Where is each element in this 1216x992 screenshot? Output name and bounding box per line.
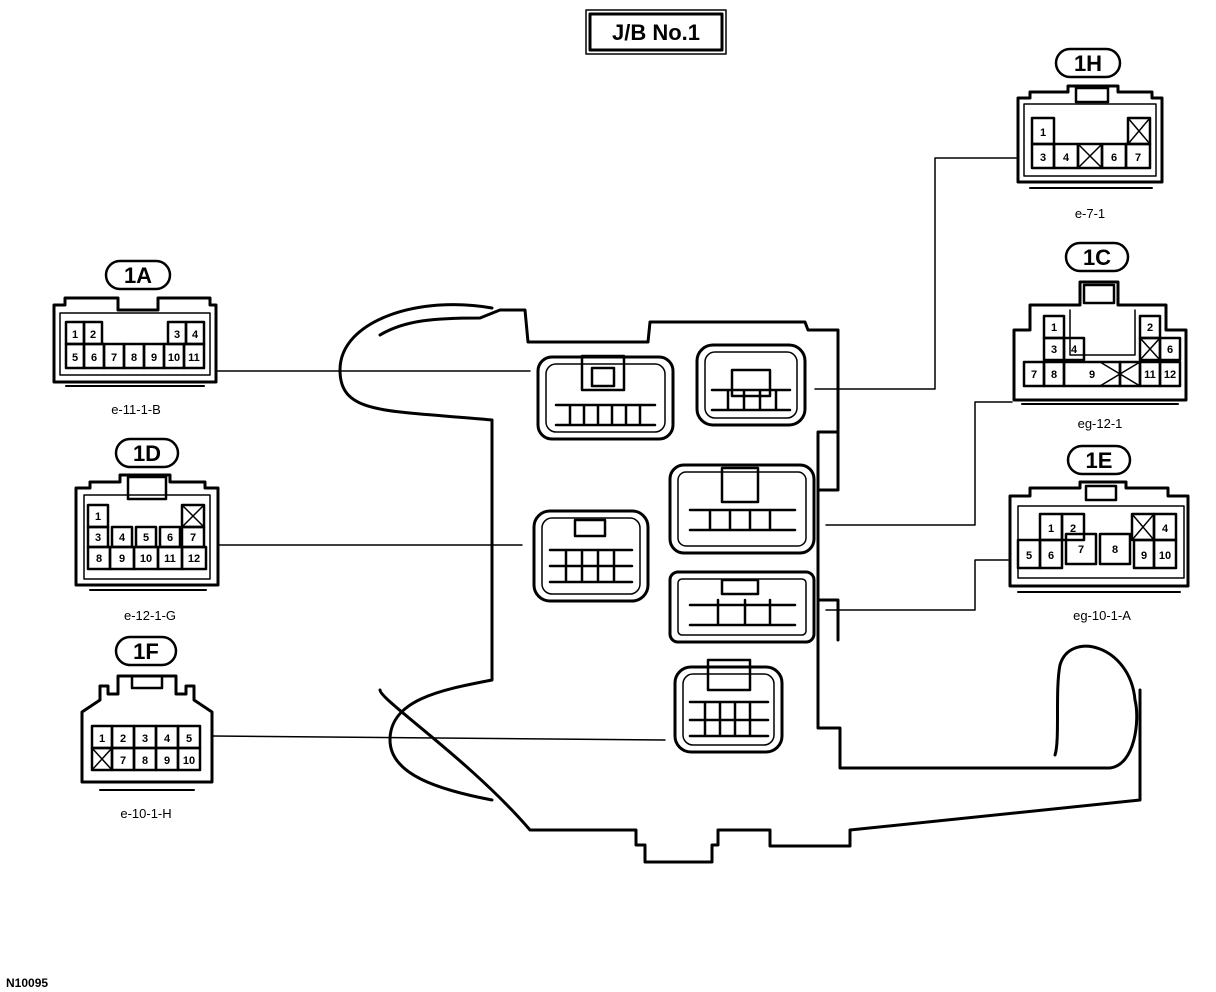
connector-1a-pin: 11 <box>188 352 200 364</box>
junction-block-right-edge <box>816 430 840 642</box>
connector-1h: 1H 1 3 4 6 7 e-7-1 <box>1016 47 1164 221</box>
connector-1a-pin: 2 <box>90 329 96 341</box>
connector-1h-pin: 4 <box>1063 152 1070 164</box>
connector-1d: 1D 1 3 4 5 6 7 8 9 10 11 12 e-12-1-G <box>74 437 220 623</box>
connector-1f-id: 1F <box>133 639 159 664</box>
connector-1a-pin: 10 <box>168 352 180 364</box>
connector-1c-pin: 12 <box>1164 369 1176 381</box>
connector-1e-pin: 4 <box>1162 523 1169 535</box>
connector-1a-pin: 4 <box>192 329 199 341</box>
socket-c <box>532 509 650 603</box>
connector-1c-id: 1C <box>1083 245 1111 270</box>
connector-1a-pin: 3 <box>174 329 180 341</box>
connector-1c-pin: 8 <box>1051 369 1057 381</box>
figure-id: N10095 <box>6 976 48 990</box>
connector-1h-pin: 7 <box>1135 152 1141 164</box>
connector-1d-pin: 10 <box>140 553 152 565</box>
connector-1c-pin: 3 <box>1051 344 1057 356</box>
page-title: J/B No.1 <box>612 20 700 45</box>
connector-1d-id: 1D <box>133 441 161 466</box>
connector-1h-id: 1H <box>1074 51 1102 76</box>
leader-lines <box>211 157 1017 741</box>
junction-block-inner-arc <box>338 303 494 802</box>
connector-1h-pin: 3 <box>1040 152 1046 164</box>
connector-1a-pin: 1 <box>72 329 78 341</box>
connector-1h-code: e-7-1 <box>1075 206 1105 221</box>
connector-1c-pin: 1 <box>1051 322 1057 334</box>
connector-1f-code: e-10-1-H <box>120 806 171 821</box>
connector-1a-pin: 9 <box>151 352 157 364</box>
connector-1d-pin: 7 <box>190 532 196 544</box>
connector-1e-pin: 6 <box>1048 550 1054 562</box>
connector-1h-pin: 1 <box>1040 127 1046 139</box>
connector-1e-pin: 10 <box>1159 550 1171 562</box>
connector-1d-pin: 4 <box>119 532 126 544</box>
connector-1f-pin: 10 <box>183 755 195 767</box>
socket-a <box>536 354 675 441</box>
connector-1d-pin: 9 <box>119 553 125 565</box>
connector-1a-pin: 8 <box>131 352 137 364</box>
connector-1e-pin: 7 <box>1078 544 1084 556</box>
connector-1f-pin: 7 <box>120 755 126 767</box>
junction-block-outline <box>378 308 1139 770</box>
connector-1f-pin: 8 <box>142 755 148 767</box>
connector-1c-pin: 4 <box>1071 344 1078 356</box>
connector-1c-pin: 11 <box>1144 369 1156 381</box>
connector-1f: 1F 1 2 3 4 5 7 8 9 10 e-10-1-H <box>80 635 214 821</box>
connector-1c: 1C 1 2 3 4 6 7 8 9 11 12 eg-12-1 <box>1012 241 1188 431</box>
connector-1d-code: e-12-1-G <box>124 608 176 623</box>
connector-1e: 1E 1 2 4 5 6 7 8 9 10 eg-10-1-A <box>1008 444 1190 623</box>
connector-1d-pin: 11 <box>164 553 176 565</box>
connector-1c-code: eg-12-1 <box>1078 416 1123 431</box>
connector-1f-pin: 1 <box>99 733 105 745</box>
connector-1f-pin: 3 <box>142 733 148 745</box>
connector-1a-code: e-11-1-B <box>111 402 161 417</box>
connector-1c-pin: 7 <box>1031 369 1037 381</box>
connector-1f-pin: 4 <box>164 733 171 745</box>
socket-e <box>668 570 816 644</box>
connector-1d-pin: 1 <box>95 511 101 523</box>
connector-1d-pin: 5 <box>143 532 149 544</box>
connector-1c-pin: 6 <box>1167 344 1173 356</box>
connector-1a: 1A 1 2 3 4 5 6 7 8 9 10 11 e-11-1-B <box>52 259 218 417</box>
socket-f <box>673 658 784 754</box>
connector-1c-pin: 2 <box>1147 322 1153 334</box>
connector-1f-pin: 2 <box>120 733 126 745</box>
connector-1e-pin: 9 <box>1141 550 1147 562</box>
connector-1d-pin: 8 <box>96 553 102 565</box>
title-box: J/B No.1 <box>585 9 727 55</box>
junction-block-bottom <box>378 688 1142 864</box>
connector-1a-pin: 7 <box>111 352 117 364</box>
connector-1d-pin: 12 <box>188 553 200 565</box>
connector-1f-pin: 9 <box>164 755 170 767</box>
connector-1a-pin: 6 <box>91 352 97 364</box>
connector-1e-code: eg-10-1-A <box>1073 608 1131 623</box>
connector-1e-pin: 1 <box>1048 523 1054 535</box>
connector-1c-pin: 9 <box>1089 369 1095 381</box>
connector-1a-pin: 5 <box>72 352 78 364</box>
connector-1h-pin: 6 <box>1111 152 1117 164</box>
connector-1e-pin: 5 <box>1026 550 1032 562</box>
connector-1e-pin: 8 <box>1112 544 1118 556</box>
connector-1d-pin: 3 <box>95 532 101 544</box>
connector-1f-pin: 5 <box>186 733 192 745</box>
connector-1d-pin: 6 <box>167 532 173 544</box>
socket-d <box>668 463 816 555</box>
connector-1e-id: 1E <box>1086 448 1113 473</box>
connector-1a-id: 1A <box>124 263 152 288</box>
connector-1e-pin: 2 <box>1070 523 1076 535</box>
socket-b <box>695 343 807 427</box>
